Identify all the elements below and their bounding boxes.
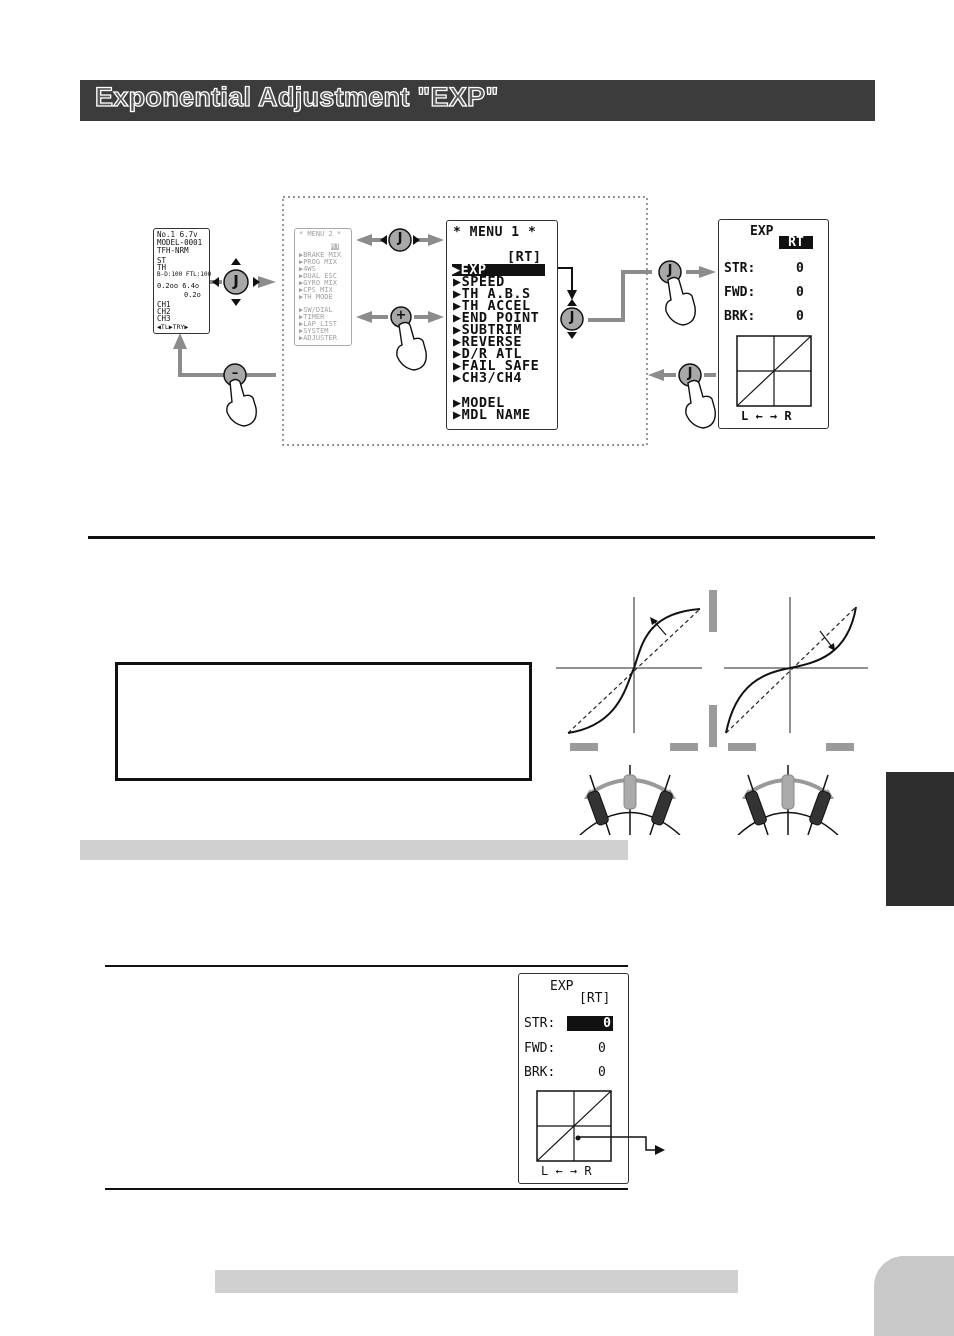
arrow-to-exp: [588, 270, 652, 322]
info-box: [115, 662, 532, 781]
callout-arrow: [578, 1136, 665, 1155]
home-line: CH1: [157, 300, 171, 309]
menu2-line: ▶ADJUSTER: [299, 334, 337, 342]
menu1-item[interactable]: ▶FAIL SAFE: [453, 358, 540, 374]
minus-key-label: –: [231, 366, 239, 381]
navigation-diagram: [173, 196, 716, 446]
menu1-item[interactable]: ▶END POINT: [453, 310, 540, 326]
brk-label: BRK:: [724, 309, 756, 324]
section-title: Exponential Adjustment "EXP": [94, 81, 499, 112]
menu1-item[interactable]: ▶REVERSE: [453, 334, 523, 350]
home-line: CH2: [157, 307, 171, 316]
menu2-line: ▶SYSTEM: [299, 327, 329, 335]
brk-label: BRK:: [524, 1065, 556, 1080]
menu2-line: ▶DUAL ESC: [299, 272, 337, 280]
chapter-side-tab: [886, 772, 954, 906]
exp-axis-label: L ← → R: [741, 409, 792, 423]
footer-band: [215, 1270, 738, 1293]
menu1-item[interactable]: ▶TH ACCEL: [453, 298, 531, 314]
menu2-line: RT: [331, 242, 340, 250]
menu1-item[interactable]: ▶MDL NAME: [453, 407, 531, 423]
plus-key-label: +: [395, 308, 407, 323]
jog-key-label: J: [569, 310, 575, 325]
menu1-screen-lcd: * MENU 1 * [RT] ▶EXP ▶SPEED ▶TH A.B.S ▶T…: [446, 220, 558, 430]
home-line: No.1 6.7v: [157, 230, 198, 239]
steering-stick-left: [579, 765, 681, 835]
menu2-line: ▶BRAKE MIX: [299, 251, 342, 259]
exp-screen-bottom-lcd: EXP [RT] STR: 0 FWD: 0 BRK: 0 L ← → R: [518, 973, 629, 1184]
str-value[interactable]: 0: [796, 261, 804, 276]
exp-axis-label: L ← → R: [541, 1164, 592, 1178]
menu2-line: ▶TIMER: [299, 313, 325, 321]
fwd-label: FWD:: [524, 1041, 556, 1056]
menu1-item-exp-selected[interactable]: ▶EXP: [452, 263, 545, 277]
section-title-bar: [80, 80, 875, 121]
home-line: TFH-NRM: [157, 246, 189, 255]
subsection-header-band: [80, 840, 628, 860]
jog-key-label: J: [233, 272, 239, 290]
str-label: STR:: [524, 1016, 556, 1031]
exp-curve-illustrations: [556, 590, 868, 835]
menu1-rate: [RT]: [507, 249, 542, 265]
home-line: CH3: [157, 314, 171, 323]
menu1-item[interactable]: ▶TH A.B.S: [453, 286, 531, 302]
jog-key-label: J: [687, 366, 693, 381]
menu2-screen-lcd: * MENU 2 * RT ▶BRAKE MIX ▶PROG MIX ▶4WS …: [294, 228, 352, 346]
home-screen-lcd: No.1 6.7v MODEL-0001 TFH-NRM ST TH B-D:1…: [153, 228, 212, 334]
jog-key-label: J: [667, 263, 673, 278]
steering-stick-right: [737, 765, 839, 835]
pointing-hand-icons: [226, 276, 716, 429]
jog-key-icon-updown: [560, 299, 584, 339]
menu2-line: ▶CPS MIX: [299, 286, 333, 294]
home-line: ST: [157, 256, 167, 265]
menu1-header: * MENU 1 *: [453, 225, 537, 240]
jog-key-icon-menu: [380, 228, 420, 252]
section-divider: [88, 536, 875, 539]
menu1-item[interactable]: ▶SPEED: [453, 274, 505, 290]
fwd-label: FWD:: [724, 285, 756, 300]
fwd-value[interactable]: 0: [598, 1041, 606, 1056]
str-label: STR:: [724, 261, 756, 276]
exp-title: EXP: [550, 979, 574, 994]
menu1-item[interactable]: ▶MODEL: [453, 395, 505, 411]
menu1-item[interactable]: ▶SUBTRIM: [453, 322, 523, 338]
home-line: B-D:100 FTL:100: [157, 271, 212, 278]
menu2-line: ▶PROG MIX: [299, 258, 337, 266]
brk-value[interactable]: 0: [598, 1065, 606, 1080]
str-value-selected[interactable]: 0: [567, 1016, 613, 1031]
menu1-item[interactable]: ▶D/R ATL: [453, 346, 523, 362]
home-line: ◀TL▶TRY▶: [157, 323, 189, 331]
exp-curve-graph: [736, 335, 812, 407]
home-line: 0.2oo 6.4o: [157, 282, 200, 290]
menu1-item[interactable]: ▶CH3/CH4: [453, 370, 523, 386]
fwd-value[interactable]: 0: [796, 285, 804, 300]
home-line: TH: [157, 263, 167, 272]
page-number-tab: [874, 1256, 954, 1336]
exp-title: EXP: [750, 224, 774, 239]
home-line: 0.2o: [184, 291, 201, 299]
menu2-line: ▶GYRO MIX: [299, 279, 337, 287]
menu2-line: ▶TH MODE: [299, 293, 333, 301]
procedure-rule-bottom: [105, 1188, 628, 1190]
menu2-line: * MENU 2 *: [299, 230, 342, 238]
menu2-line: ▶4WS: [299, 265, 316, 273]
exp-screen-top-lcd: EXP RT STR: 0 FWD: 0 BRK: 0 L ← → R: [718, 219, 829, 429]
jog-key-label: J: [397, 231, 403, 246]
home-line: MODEL-0001: [157, 238, 203, 247]
procedure-rule-top: [105, 965, 628, 967]
exp-rate: [RT]: [579, 991, 611, 1006]
exp-rate-badge: RT: [779, 236, 813, 249]
menu-group-frame: [282, 196, 648, 446]
jog-key-icon-home: [212, 258, 260, 306]
exp-curve-graph: [536, 1090, 612, 1162]
brk-value[interactable]: 0: [796, 309, 804, 324]
menu2-line: ▶SW/DIAL: [299, 306, 333, 314]
menu2-line: ▶LAP LIST: [299, 320, 337, 328]
